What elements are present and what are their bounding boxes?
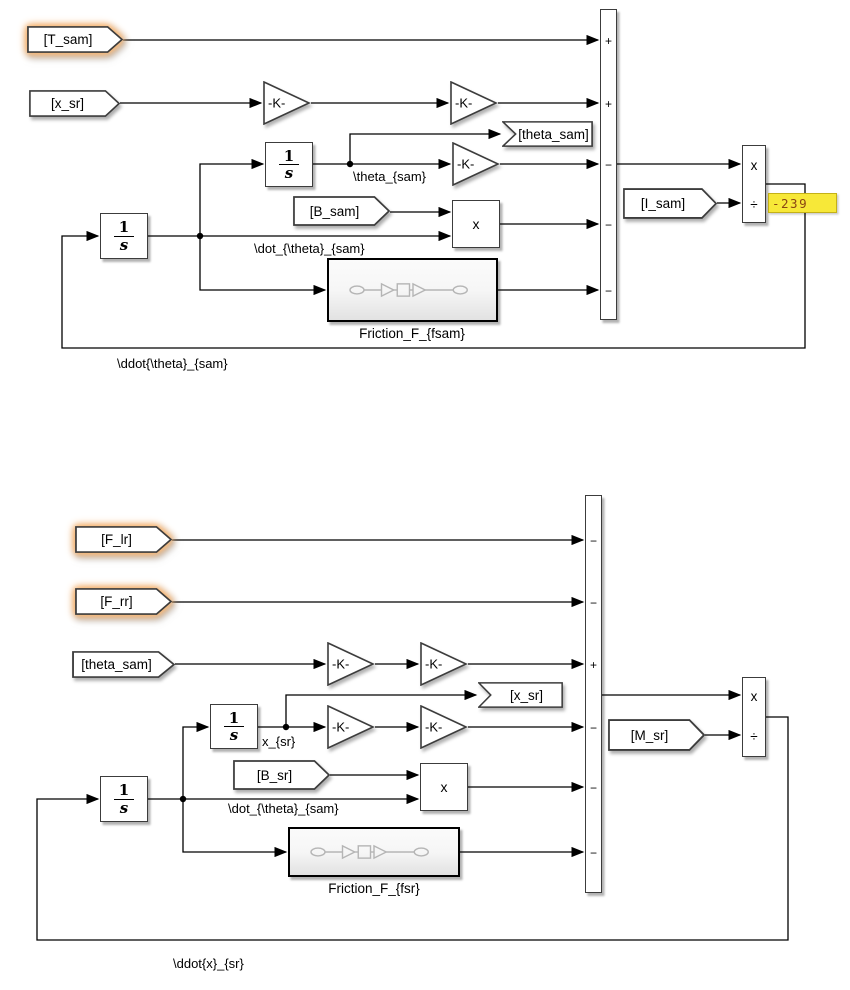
goto-tag-label: [x_sr] (509, 687, 543, 703)
from-tag-b-sam[interactable]: [B_sam] (293, 196, 390, 226)
integrator-block-theta[interactable]: 1 s (265, 142, 313, 187)
from-tag-i-sam[interactable]: [I_sam] (623, 188, 717, 219)
friction-icon (348, 282, 468, 298)
goto-tag-theta-sam[interactable]: [theta_sam] (502, 121, 593, 147)
sum-sign: − (604, 218, 612, 232)
from-tag-label: [F_lr] (101, 532, 132, 547)
gain-block-3[interactable]: -K- (452, 142, 500, 186)
branch-dots (179, 160, 354, 803)
divide-div-label: ÷ (750, 729, 758, 744)
gain-label: -K- (455, 95, 473, 111)
gain-label: -K- (332, 656, 350, 672)
from-tag-m-sr[interactable]: [M_sr] (608, 719, 705, 751)
sum-junction-bottom[interactable]: − − + − − − (585, 495, 602, 893)
gain-label: -K- (425, 656, 443, 672)
from-tag-f-lr[interactable]: [F_lr] (75, 526, 172, 553)
gain-label: -K- (268, 95, 286, 111)
signal-label-dtheta-sam: \dot_{\theta}_{sam} (228, 801, 339, 816)
from-tag-label: [T_sam] (43, 32, 93, 47)
sum-sign: − (604, 284, 612, 298)
signal-label-theta-sam: \theta_{sam} (353, 169, 426, 184)
sum-sign: − (589, 846, 597, 860)
from-tag-theta-sam[interactable]: [theta_sam] (72, 651, 175, 678)
sum-sign: + (604, 34, 612, 48)
integrator-icon: 1 s (113, 782, 135, 816)
sum-sign: + (604, 97, 612, 111)
from-tag-label: [B_sam] (309, 203, 360, 219)
sum-sign: − (589, 534, 597, 548)
sum-sign: − (604, 158, 612, 172)
integrator-icon: 1 s (278, 148, 300, 181)
from-tag-label: [theta_sam] (81, 657, 152, 672)
sum-sign: − (589, 721, 597, 735)
divide-mul-label: x (750, 158, 758, 173)
from-tag-label: [F_rr] (100, 594, 133, 609)
product-label: x (440, 779, 448, 795)
friction-subsystem-bottom[interactable] (288, 827, 460, 877)
gain-label: -K- (332, 719, 350, 735)
sum-sign: − (589, 596, 597, 610)
product-block-bottom[interactable]: x (420, 763, 468, 811)
from-tag-x-sr[interactable]: [x_sr] (29, 90, 120, 117)
goto-tag-label: [theta_sam] (518, 126, 589, 142)
sum-sign: + (589, 658, 597, 672)
gain-block-6[interactable]: -K- (327, 705, 375, 749)
friction-icon (310, 844, 429, 860)
from-tag-label: [I_sam] (640, 196, 686, 211)
gain-block-2[interactable]: -K- (450, 81, 498, 125)
gain-block-5[interactable]: -K- (420, 642, 468, 686)
from-tag-b-sr[interactable]: [B_sr] (233, 760, 330, 790)
integrator-icon: 1 s (113, 219, 135, 253)
divide-block-top[interactable]: x ÷ (742, 145, 766, 223)
from-tag-label: [B_sr] (256, 767, 293, 783)
integrator-block-x-sr[interactable]: 1 s (210, 704, 258, 749)
divide-block-bottom[interactable]: x ÷ (742, 677, 766, 757)
port-value-display[interactable]: -239 (768, 193, 837, 213)
signal-label-ddx-sr: \ddot{x}_{sr} (173, 956, 244, 971)
sum-junction-top[interactable]: + + − − − (600, 9, 617, 320)
signal-label-x-sr: x_{sr} (262, 734, 296, 749)
goto-tag-x-sr[interactable]: [x_sr] (478, 682, 563, 708)
divide-mul-label: x (750, 689, 758, 704)
gain-block-7[interactable]: -K- (420, 705, 468, 749)
sum-sign: − (589, 781, 597, 795)
gain-block-1[interactable]: -K- (263, 81, 311, 125)
integrator-block-dtheta[interactable]: 1 s (100, 213, 148, 259)
signal-label-dtheta-sam: \dot_{\theta}_{sam} (254, 241, 365, 256)
from-tag-label: [M_sr] (630, 727, 669, 743)
product-label: x (472, 216, 480, 232)
from-tag-t-sam[interactable]: [T_sam] (27, 26, 123, 53)
gain-label: -K- (425, 719, 443, 735)
gain-block-4[interactable]: -K- (327, 642, 375, 686)
from-tag-f-rr[interactable]: [F_rr] (75, 588, 172, 615)
signal-label-ddtheta-sam: \ddot{\theta}_{sam} (117, 356, 228, 371)
gain-label: -K- (457, 156, 475, 172)
product-block-top[interactable]: x (452, 200, 500, 248)
friction-subsystem-top[interactable] (327, 258, 498, 322)
integrator-icon: 1 s (223, 710, 245, 743)
block-name-friction-bottom: Friction_F_{fsr} (328, 881, 420, 896)
integrator-block-dx-sr[interactable]: 1 s (100, 776, 148, 822)
from-tag-label: [x_sr] (50, 96, 84, 111)
divide-div-label: ÷ (750, 197, 758, 212)
block-name-friction-top: Friction_F_{fsam} (359, 326, 465, 341)
